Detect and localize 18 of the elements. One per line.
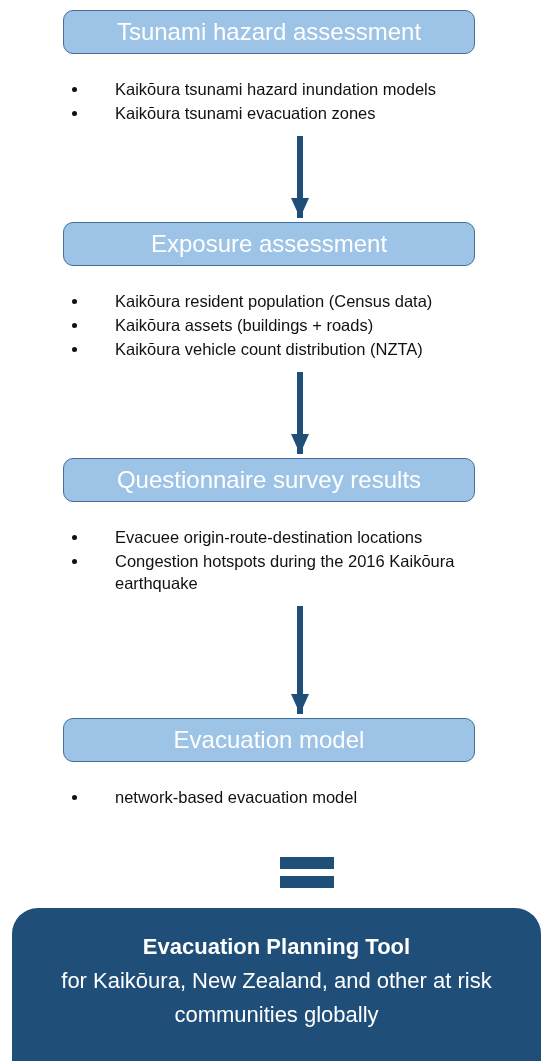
bullet-text: Kaikōura resident population (Census data) [115, 291, 434, 312]
bullet-text: Kaikōura tsunami evacuation zones [115, 103, 377, 124]
bullet-text: Evacuee origin-route-destination locations [115, 527, 424, 548]
stage-heading-box: Evacuation model [63, 718, 475, 762]
arrow [291, 606, 309, 714]
arrow [291, 372, 309, 454]
bullet-text: Kaikōura assets (buildings + roads) [115, 315, 375, 336]
stage-heading-box: Tsunami hazard assessment [63, 10, 475, 54]
result-title: Evacuation Planning Tool [141, 933, 412, 961]
result-description: for Kaikōura, New Zealand, and other at risk communities globally [60, 967, 493, 1029]
arrow [291, 136, 309, 218]
bullet-text: Congestion hotspots during the 2016 Kaikōura earthquake [115, 551, 456, 594]
result-box [12, 908, 541, 1061]
stage-heading-box: Questionnaire survey results [63, 458, 475, 502]
stage-heading-box: Exposure assessment [63, 222, 475, 266]
bullet-text: Kaikōura vehicle count distribution (NZTA) [115, 339, 424, 360]
bullet-text: network-based evacuation model [115, 787, 359, 808]
bullet-text: Kaikōura tsunami hazard inundation models [115, 79, 438, 100]
